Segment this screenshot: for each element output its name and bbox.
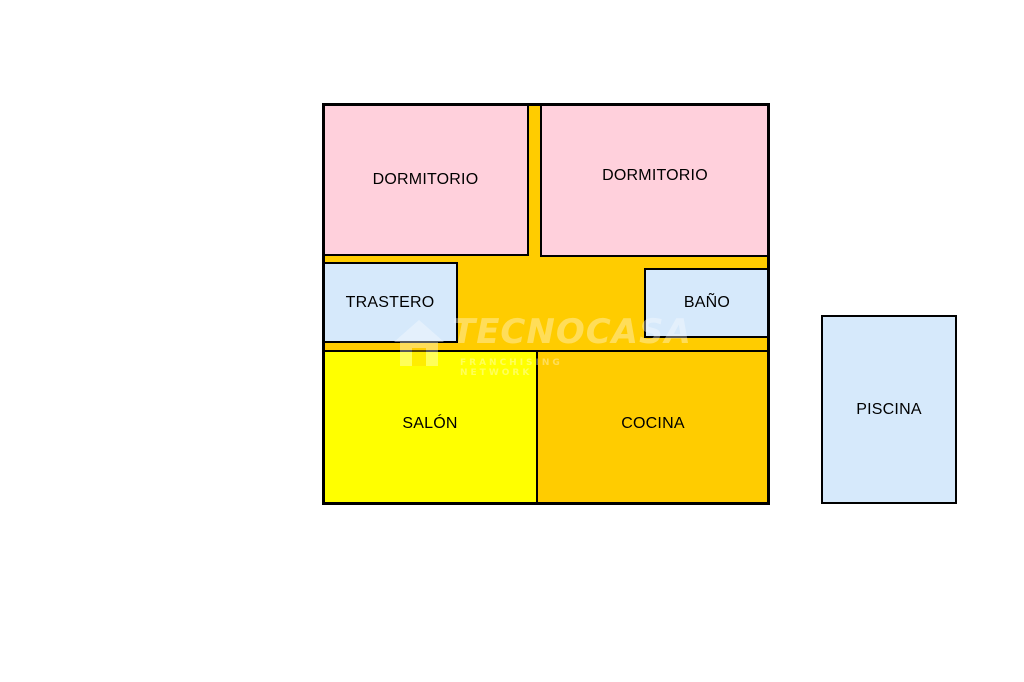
- room-dormitorio-1: DORMITORIO: [322, 103, 529, 256]
- room-piscina: PISCINA: [821, 315, 957, 504]
- room-dormitorio-2: DORMITORIO: [540, 103, 770, 257]
- room-label: PISCINA: [856, 400, 922, 418]
- room-label: TRASTERO: [345, 293, 435, 311]
- room-label: DORMITORIO: [602, 167, 708, 184]
- room-trastero: TRASTERO: [322, 262, 458, 343]
- room-label: SALÓN: [402, 414, 458, 432]
- room-label: BAÑO: [683, 294, 731, 311]
- room-label: COCINA: [621, 414, 685, 432]
- room-label: DORMITORIO: [372, 170, 479, 188]
- room-cocina: COCINA: [536, 350, 770, 505]
- room-salon: SALÓN: [322, 350, 538, 505]
- room-bano: BAÑO: [644, 268, 770, 338]
